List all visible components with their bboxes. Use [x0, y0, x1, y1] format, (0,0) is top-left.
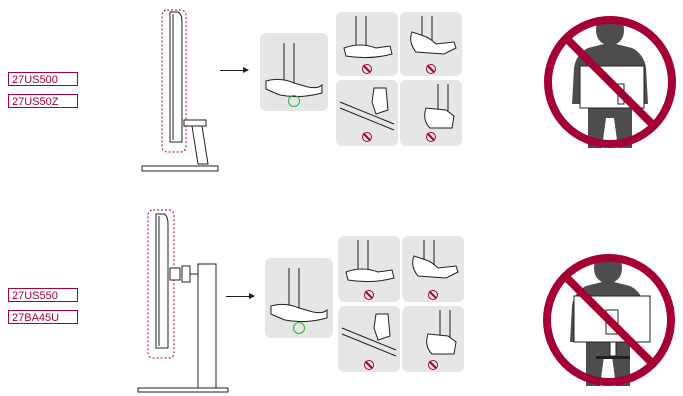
incorrect-grip-panel [336, 12, 398, 76]
monitor-side-view [141, 9, 219, 172]
arrow-icon [220, 67, 249, 73]
hand-fist-icon [339, 87, 395, 131]
prohibited-icon [364, 290, 374, 300]
prohibited-icon [362, 132, 372, 142]
no-symbol-icon [544, 16, 676, 148]
hand-bottom-icon [345, 240, 395, 283]
prohibited-icon [428, 290, 438, 300]
incorrect-grip-panel [402, 236, 464, 302]
hand-side-icon [410, 16, 457, 55]
prohibited-icon [362, 64, 372, 74]
highlight-outline [161, 9, 187, 153]
hand-under-icon [270, 268, 328, 323]
model-label: 27US50Z [8, 94, 78, 108]
no-symbol-icon [543, 254, 675, 386]
hand-bottom-icon [343, 16, 393, 59]
hand-under-icon [265, 43, 323, 98]
incorrect-grip-panel [338, 236, 400, 302]
section-bottom: 27US550 27BA45U [0, 198, 683, 396]
incorrect-grip-panel [402, 306, 464, 372]
incorrect-grip-panel [400, 12, 462, 76]
hand-grip-icon [426, 310, 457, 355]
correct-grip-panel [265, 258, 333, 338]
arrow-icon [226, 293, 255, 299]
green-circle-icon [288, 95, 300, 107]
prohibited-icon [426, 64, 436, 74]
model-label: 27US550 [8, 288, 78, 302]
incorrect-grip-panel [400, 80, 462, 146]
correct-grip-panel [260, 33, 328, 111]
prohibited-icon [364, 360, 374, 370]
prohibited-icon [426, 132, 436, 142]
no-carry-by-screen-figure [543, 254, 675, 386]
highlight-outline [147, 209, 175, 359]
hand-fist-icon [341, 313, 397, 357]
prohibited-icon [428, 360, 438, 370]
hand-side-icon [412, 240, 459, 279]
incorrect-grip-panel [336, 80, 398, 146]
hand-grip-icon [424, 84, 455, 129]
model-label: 27US500 [8, 72, 78, 86]
green-circle-icon [293, 322, 305, 334]
section-top: 27US500 27US50Z [0, 0, 683, 198]
model-label: 27BA45U [8, 310, 78, 324]
monitor-side-view [137, 209, 229, 393]
no-carry-by-screen-figure [544, 16, 676, 148]
incorrect-grip-panel [338, 306, 400, 372]
